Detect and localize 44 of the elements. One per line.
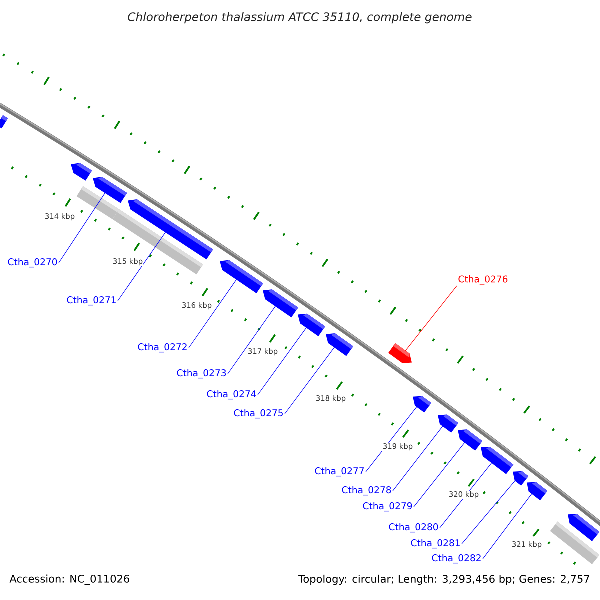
gene-block [458, 430, 483, 451]
leader-line [462, 480, 516, 544]
leader-line [440, 462, 492, 528]
gene-label: Ctha_0280 [389, 523, 438, 533]
gene-label: Ctha_0274 [207, 390, 256, 400]
gene-label: Ctha_0277 [315, 467, 364, 477]
leader-line [366, 406, 418, 472]
gene-block [326, 334, 354, 356]
gene-block [513, 471, 529, 486]
gene-label: Ctha_0282 [432, 554, 481, 564]
feature-bar [550, 522, 600, 564]
leader-line [392, 426, 444, 492]
leader-line [118, 232, 166, 302]
leader-line [482, 493, 532, 560]
gene-block [413, 396, 432, 413]
gene-block [263, 290, 298, 318]
leader-line [58, 192, 106, 264]
gene-label: Ctha_0276 [458, 276, 508, 285]
gene-label: Ctha_0278 [342, 486, 392, 496]
leader-line [284, 346, 336, 414]
gene-label: Ctha_0275 [234, 409, 283, 419]
leader-line [228, 306, 276, 374]
gene-block [388, 343, 412, 364]
gene-label: Ctha_0272 [138, 343, 187, 353]
title: Chloroherpeton thalassium ATCC 35110, complete genome [128, 12, 472, 24]
leader-line [414, 442, 466, 508]
gene-label: Ctha_0270 [8, 258, 58, 268]
leader-line [258, 327, 308, 396]
feature-bar [76, 186, 120, 220]
gene-block [298, 314, 326, 336]
gene-block [0, 115, 8, 129]
footer-text: Accession: NC_011026 [9, 574, 131, 586]
leader-line [188, 279, 238, 348]
gene-block [481, 446, 514, 474]
leader-line [405, 286, 458, 352]
gene-block [527, 482, 548, 501]
gene-label: Ctha_0279 [363, 502, 412, 512]
footer-text: Topology: circular; Length: 3,293,456 bp; Genes: 2,757 [298, 574, 591, 586]
gene-block [438, 414, 459, 433]
gene-block [71, 163, 92, 181]
gene-label: Ctha_0273 [177, 369, 226, 379]
gene-label: Ctha_0281 [411, 539, 460, 549]
gene-label: Ctha_0271 [67, 296, 116, 306]
gene-block [220, 260, 264, 294]
